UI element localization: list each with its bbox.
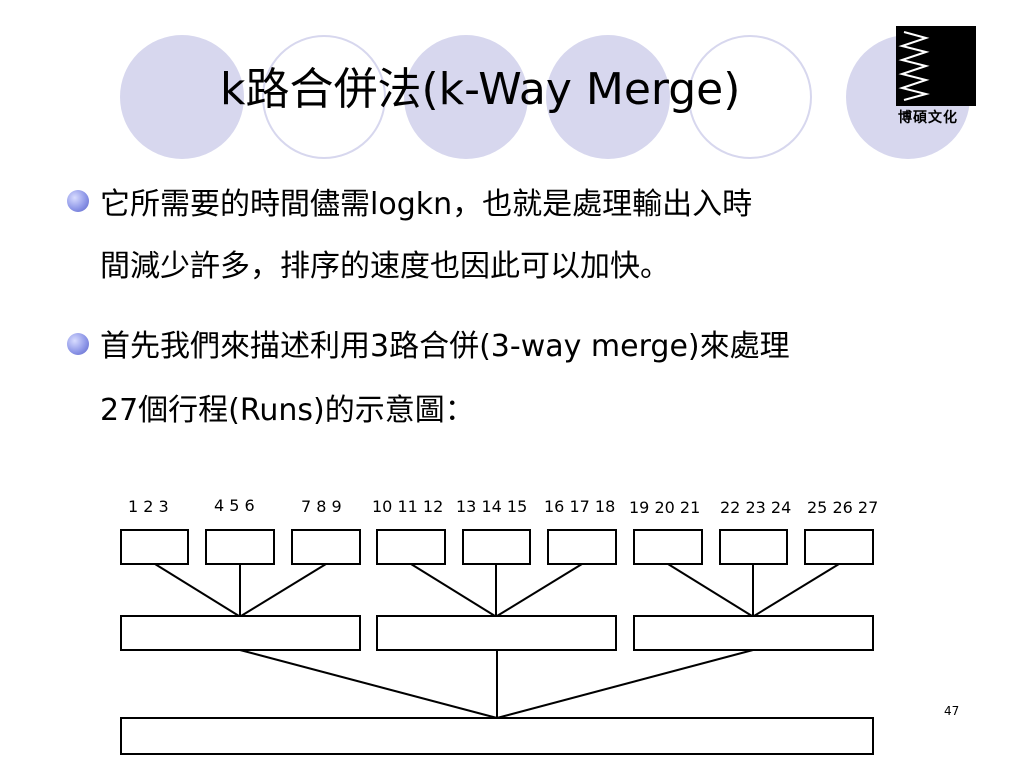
merged-run-box [376, 615, 617, 651]
run-label: 19 20 21 [629, 498, 700, 517]
bullet-2-line-2: 27個行程(Runs)的示意圖： [100, 393, 475, 428]
logo-text: 博碩文化 [898, 110, 958, 126]
run-box [205, 529, 275, 565]
merged-run-box [633, 615, 874, 651]
run-box [804, 529, 874, 565]
run-label: 4 5 6 [214, 496, 255, 515]
decorative-circle [546, 35, 670, 159]
final-run-box [120, 717, 874, 755]
decorative-circle [688, 35, 812, 159]
decorative-circle [120, 35, 244, 159]
run-box [633, 529, 703, 565]
merge-connector [410, 563, 496, 617]
decorative-circle [262, 35, 386, 159]
merge-connector [753, 563, 840, 617]
merge-connector [496, 563, 583, 617]
run-box [291, 529, 361, 565]
page-number: 47 [944, 704, 960, 718]
merge-connector [496, 649, 754, 719]
run-label: 16 17 18 [544, 497, 615, 516]
run-labels: 1 2 3 4 5 6 7 8 9 10 11 12 13 14 15 16 1… [128, 496, 878, 517]
merged-run-box [120, 615, 361, 651]
run-box [719, 529, 788, 565]
bullet-1-line-1: 它所需要的時間儘需logkn，也就是處理輸出入時 [100, 187, 753, 222]
run-label: 7 8 9 [301, 497, 342, 516]
bullet-1-line-2: 間減少許多，排序的速度也因此可以加快。 [100, 249, 670, 284]
run-label: 25 26 27 [807, 498, 878, 517]
run-box [376, 529, 446, 565]
publisher-logo: 博碩文化 [896, 26, 976, 126]
bullet-icon [67, 333, 89, 355]
slide-title: k路合併法(k-Way Merge) [220, 64, 741, 115]
logo-zigzag-icon [898, 31, 930, 101]
bullet-icon [67, 190, 89, 212]
run-box [462, 529, 531, 565]
merge-connector [240, 563, 327, 617]
merge-connector [667, 563, 753, 617]
merge-connector [239, 649, 498, 719]
run-label: 10 11 12 [372, 497, 443, 516]
merge-connector [154, 563, 240, 617]
run-box [547, 529, 617, 565]
run-box [120, 529, 189, 565]
logo-mark [896, 26, 976, 106]
run-label: 1 2 3 [128, 497, 169, 516]
decorative-circle [404, 35, 528, 159]
run-label: 22 23 24 [720, 498, 791, 517]
run-label: 13 14 15 [456, 497, 527, 516]
bullet-2-line-1: 首先我們來描述利用3路合併(3-way merge)來處理 [100, 329, 790, 364]
